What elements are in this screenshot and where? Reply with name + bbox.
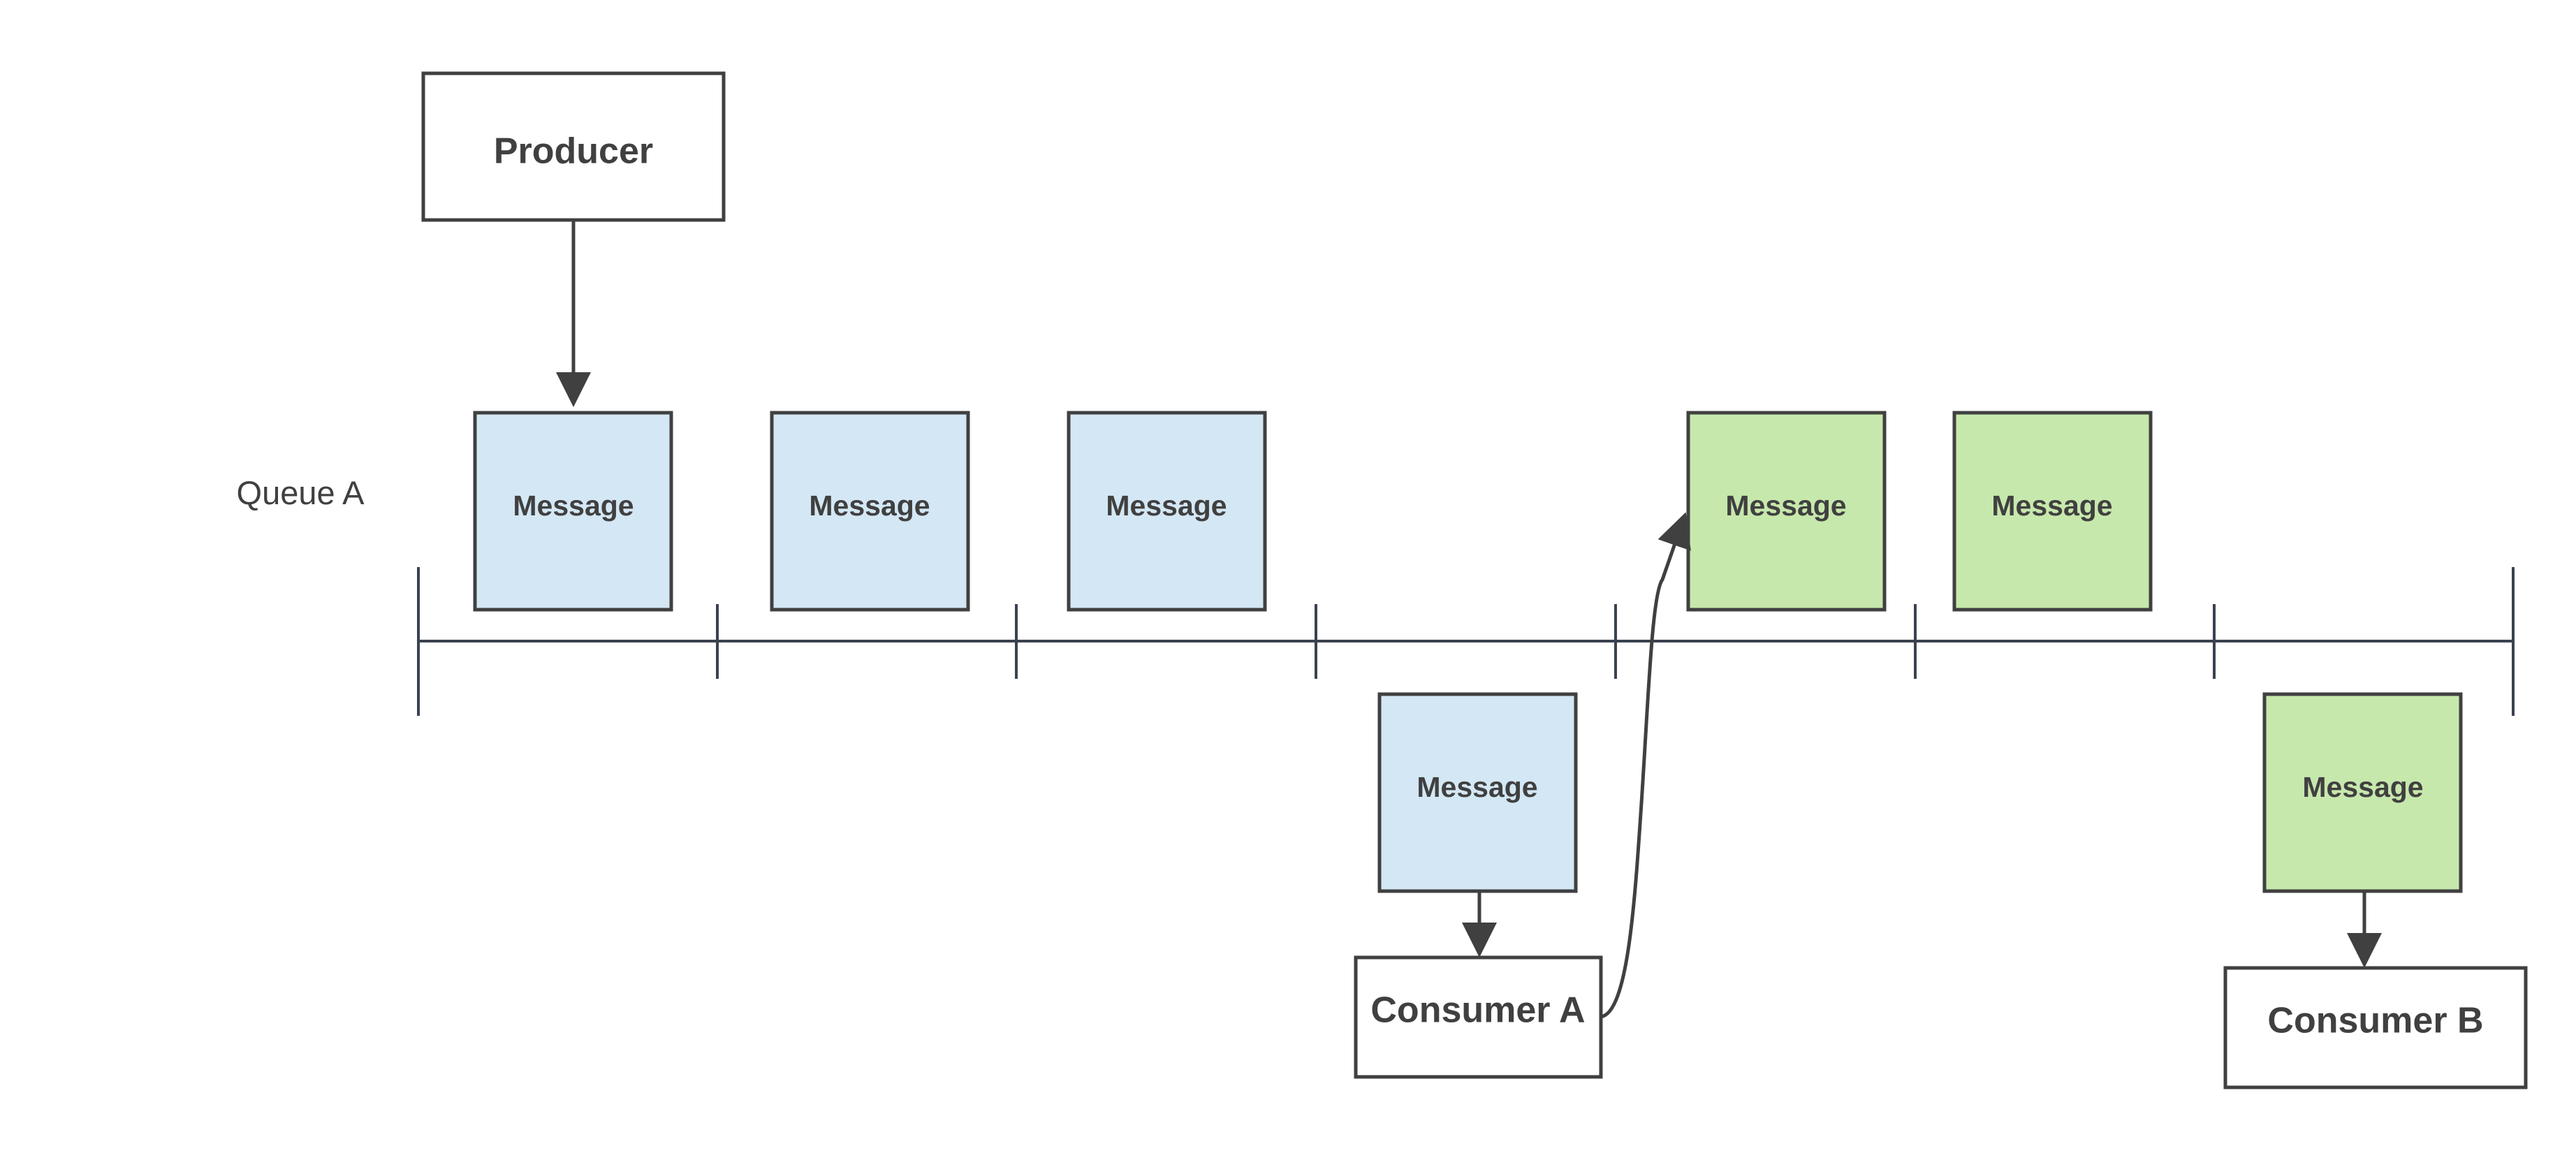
consumer-a-label: Consumer A bbox=[1370, 990, 1585, 1031]
producer-box bbox=[421, 71, 726, 222]
message-label: Message bbox=[809, 490, 930, 522]
producer-label: Producer bbox=[494, 131, 653, 172]
queue-axis bbox=[417, 567, 2515, 716]
message-box bbox=[770, 411, 970, 612]
message-box bbox=[1067, 411, 1267, 612]
message-label: Message bbox=[2302, 771, 2423, 803]
message-box bbox=[2262, 692, 2463, 893]
message-node-consumed[interactable]: Message bbox=[1377, 692, 1578, 893]
consumer-b-label: Consumer B bbox=[2267, 1001, 2483, 1041]
message-node[interactable]: Message bbox=[1686, 411, 1887, 612]
producer-node[interactable]: Producer bbox=[421, 71, 726, 222]
message-label: Message bbox=[1991, 490, 2112, 522]
message-node[interactable]: Message bbox=[770, 411, 970, 612]
message-box bbox=[1377, 692, 1578, 893]
consumer-b-box bbox=[2223, 966, 2528, 1089]
message-label: Message bbox=[1725, 490, 1846, 522]
message-node-consumed[interactable]: Message bbox=[2262, 692, 2463, 893]
consumer-a-to-message-arrow bbox=[1600, 512, 1691, 1019]
message-node[interactable]: Message bbox=[473, 411, 673, 612]
message-box bbox=[473, 411, 673, 612]
message-node[interactable]: Message bbox=[1952, 411, 2153, 612]
message-label: Message bbox=[1106, 490, 1227, 522]
consumer-a-box bbox=[1354, 955, 1603, 1079]
consumer-b-node[interactable]: Consumer B bbox=[2223, 966, 2528, 1089]
queue-label: Queue A bbox=[237, 474, 365, 511]
message-label: Message bbox=[513, 490, 634, 522]
message-box bbox=[1952, 411, 2153, 612]
consumer-a-node[interactable]: Consumer A bbox=[1354, 955, 1603, 1079]
message-box bbox=[1686, 411, 1887, 612]
message-label: Message bbox=[1417, 771, 1537, 803]
message-node[interactable]: Message bbox=[1067, 411, 1267, 612]
